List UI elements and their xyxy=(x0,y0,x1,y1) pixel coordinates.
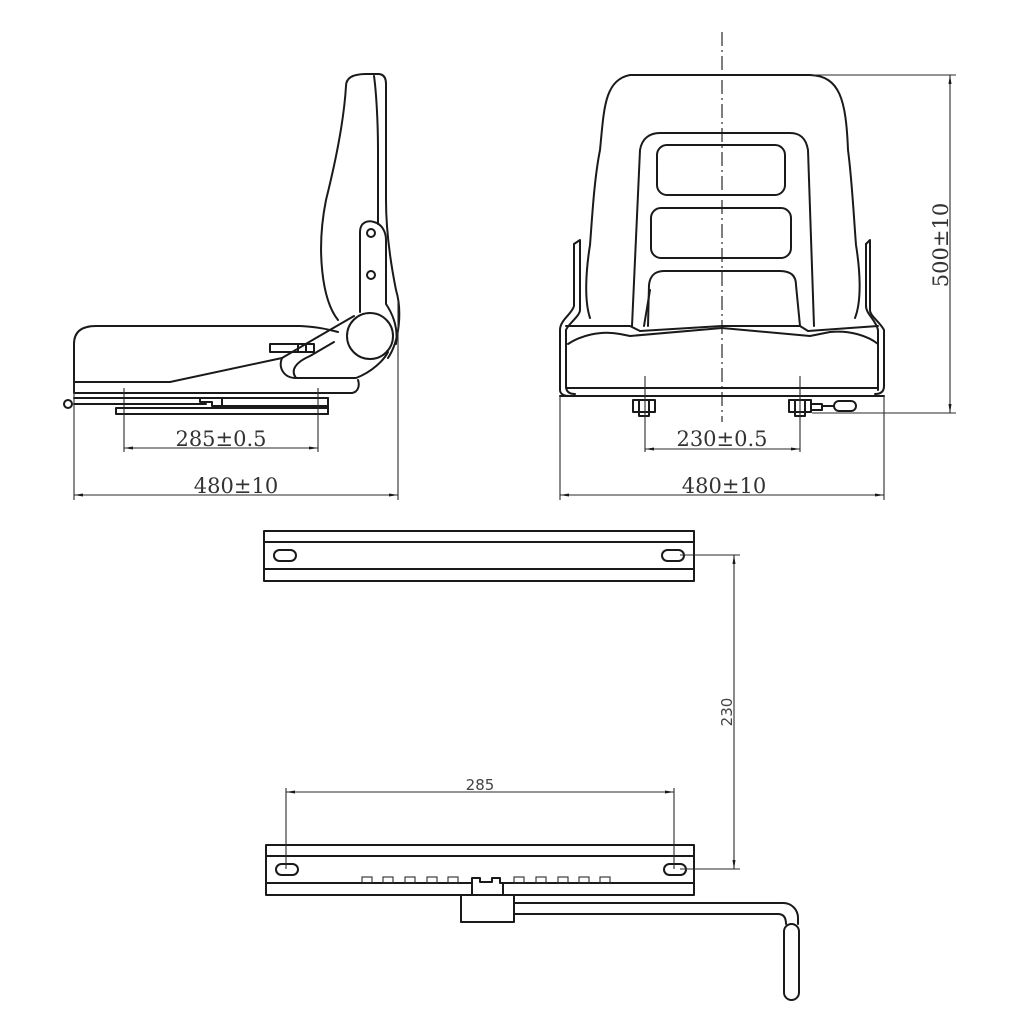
front-rib-middle xyxy=(650,207,792,259)
front-mount-right xyxy=(788,399,857,417)
hinge-bolt-upper xyxy=(366,228,376,238)
front-seat-cushion xyxy=(565,325,879,332)
front-rib-upper xyxy=(656,144,786,196)
release-lever xyxy=(513,902,799,925)
front-overall-width-dimension: 480±10 xyxy=(682,474,766,498)
upper-rail-slot-left xyxy=(273,549,297,562)
front-backrest xyxy=(585,74,861,319)
front-release-handle xyxy=(833,400,857,412)
lower-rail-slot-left xyxy=(275,863,299,876)
side-rail-spacing-dimension: 285±0.5 xyxy=(175,427,266,451)
side-lower-rail xyxy=(115,407,329,415)
rail-view: 230 285 xyxy=(263,530,800,1001)
side-overall-depth-dimension: 480±10 xyxy=(194,474,278,498)
side-release-bar-end xyxy=(63,399,73,409)
side-hinge-plate xyxy=(359,220,398,345)
hinge-bolt-lower xyxy=(366,270,376,280)
lower-rail xyxy=(265,844,695,923)
side-backrest xyxy=(320,73,401,359)
front-overall-height-dimension: 500±10 xyxy=(929,203,953,287)
front-mount-left xyxy=(632,399,656,417)
upper-rail xyxy=(263,530,695,582)
lock-teeth xyxy=(361,876,611,884)
rail-spacing-dimension: 230 xyxy=(718,698,736,727)
front-mount-spacing-dimension: 230±0.5 xyxy=(676,427,767,451)
slot-spacing-dimension: 285 xyxy=(466,776,495,794)
lock-block xyxy=(460,882,515,923)
release-lever-grip xyxy=(783,923,800,1001)
side-view: 285±0.5 480±10 xyxy=(63,73,401,500)
front-view: 230±0.5 480±10 500±10 xyxy=(559,32,956,500)
side-recline-knob xyxy=(346,312,394,360)
front-rib-lower xyxy=(647,270,801,327)
